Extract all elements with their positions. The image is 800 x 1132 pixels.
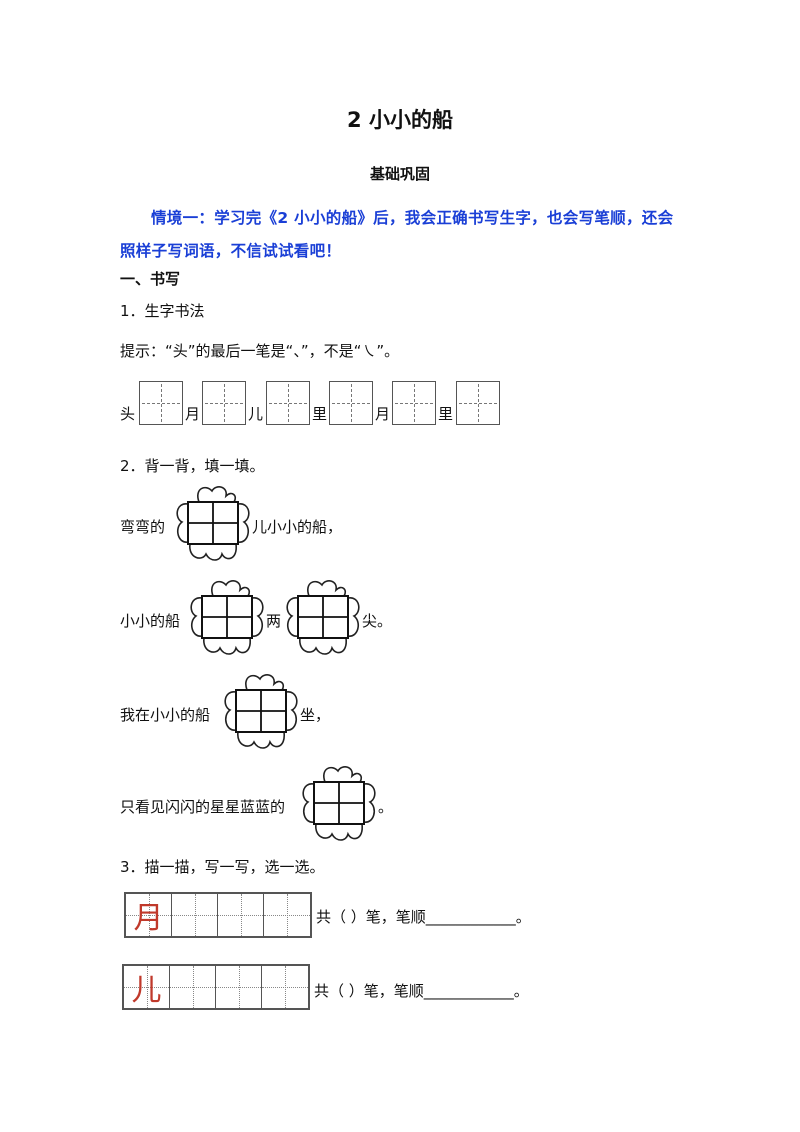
- poem-answer-box[interactable]: [188, 576, 266, 658]
- poem-answer-box[interactable]: [222, 670, 300, 752]
- stroke-cell-sample: 儿: [124, 966, 170, 1008]
- poem-line2-mid: 两: [266, 612, 282, 630]
- stroke-cell[interactable]: [170, 966, 216, 1008]
- scenario-text: 情境一：学习完《2 小小的船》后，我会正确书写生字，也会写笔顺，还会照样子写词语…: [120, 209, 674, 260]
- lead-char: 里: [312, 405, 328, 423]
- q3-label: 3．描一描，写一写，选一选。: [120, 858, 325, 876]
- writing-box[interactable]: [392, 381, 436, 425]
- stroke-grid-er: 儿: [122, 964, 310, 1010]
- poem-answer-box[interactable]: [300, 762, 378, 844]
- lead-char: 头: [120, 405, 136, 423]
- stroke-grid-yue: 月: [124, 892, 312, 938]
- sample-char: 儿: [131, 973, 162, 1008]
- poem-line3-start: 我在小小的船: [120, 706, 211, 724]
- stroke-cell[interactable]: [264, 894, 310, 936]
- poem-line4-start: 只看见闪闪的星星蓝蓝的: [120, 798, 286, 816]
- q3-row1-question: 共（ ）笔，笔顺____________。: [316, 908, 531, 926]
- poem-answer-box[interactable]: [284, 576, 362, 658]
- stroke-cell[interactable]: [218, 894, 264, 936]
- stroke-cell-sample: 月: [126, 894, 172, 936]
- stroke-cell[interactable]: [262, 966, 308, 1008]
- stroke-cell[interactable]: [172, 894, 218, 936]
- lead-char: 月: [185, 405, 201, 423]
- q1-label: 1．生字书法: [120, 302, 205, 320]
- writing-box[interactable]: [202, 381, 246, 425]
- writing-box[interactable]: [329, 381, 373, 425]
- q2-label: 2．背一背，填一填。: [120, 457, 265, 475]
- poem-line2-end: 尖。: [362, 612, 393, 630]
- poem-line2-start: 小小的船: [120, 612, 181, 630]
- lead-char: 里: [438, 405, 454, 423]
- q3-row2-question: 共（ ）笔，笔顺____________。: [314, 982, 529, 1000]
- section-writing-heading: 一、书写: [120, 270, 181, 288]
- writing-box[interactable]: [456, 381, 500, 425]
- q1-hint: 提示：“头”的最后一笔是“、”，不是“㇏”。: [120, 342, 400, 360]
- section-subtitle: 基础巩固: [369, 165, 430, 183]
- poem-line1-start: 弯弯的: [120, 518, 166, 536]
- page-title: 2 小小的船: [347, 108, 453, 132]
- poem-line4-end: 。: [378, 798, 394, 816]
- lead-char: 儿: [248, 405, 264, 423]
- poem-line3-end: 坐，: [300, 706, 331, 724]
- writing-box[interactable]: [139, 381, 183, 425]
- poem-line1-end: 儿小小的船，: [252, 518, 343, 536]
- poem-answer-box[interactable]: [174, 482, 252, 564]
- sample-char: 月: [133, 901, 164, 936]
- stroke-cell[interactable]: [216, 966, 262, 1008]
- writing-box[interactable]: [266, 381, 310, 425]
- lead-char: 月: [375, 405, 391, 423]
